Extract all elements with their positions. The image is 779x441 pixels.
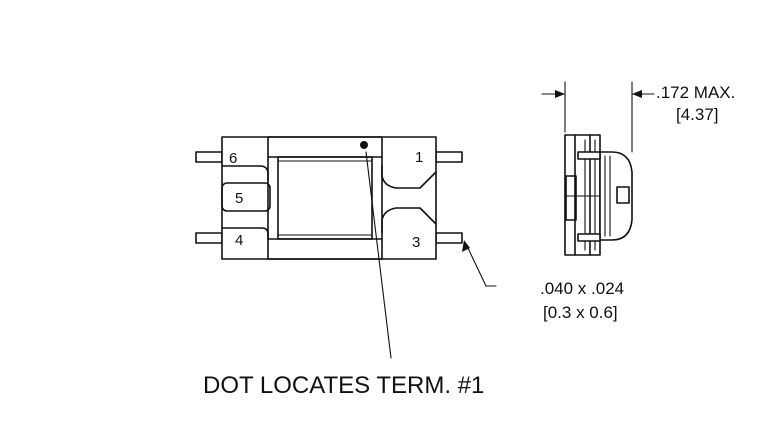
pad-4-outline xyxy=(221,227,269,240)
lead-pin-4 xyxy=(195,232,223,244)
side-slot xyxy=(565,175,577,221)
package-body xyxy=(221,136,437,260)
height-dimension-mm: [4.37] xyxy=(676,105,719,124)
height-dimension-inch: .172 MAX. xyxy=(656,83,735,102)
lead-pin-3 xyxy=(435,232,463,244)
lead-leader-line xyxy=(465,243,497,287)
pad-3-outline xyxy=(381,207,437,233)
pad-1-outline xyxy=(381,165,437,189)
side-terminal-cap xyxy=(599,151,633,241)
lead-dimension-mm: [0.3 x 0.6] xyxy=(543,303,618,322)
pad-5-block xyxy=(221,182,271,212)
pad-6-outline xyxy=(221,165,269,181)
pin-label-4: 4 xyxy=(235,232,243,249)
lead-dimension-inch: .040 x .024 xyxy=(540,279,624,298)
pin-label-3: 3 xyxy=(412,234,420,251)
pin-label-5: 5 xyxy=(235,190,243,207)
lead-pin-6 xyxy=(195,151,223,163)
top-view: 6 5 4 1 3 xyxy=(195,136,463,260)
dim-arrow-right xyxy=(632,90,642,98)
side-view xyxy=(541,81,655,256)
dot-note: DOT LOCATES TERM. #1 xyxy=(203,372,484,399)
lead-leader-arrow xyxy=(462,240,470,252)
dot-leader-line xyxy=(365,151,392,359)
pin1-dot xyxy=(360,141,368,149)
lead-pin-1 xyxy=(435,151,463,163)
pin-label-6: 6 xyxy=(229,150,237,167)
pin-label-1: 1 xyxy=(415,149,423,166)
dim-arrow-left xyxy=(555,90,565,98)
side-body xyxy=(564,134,601,256)
